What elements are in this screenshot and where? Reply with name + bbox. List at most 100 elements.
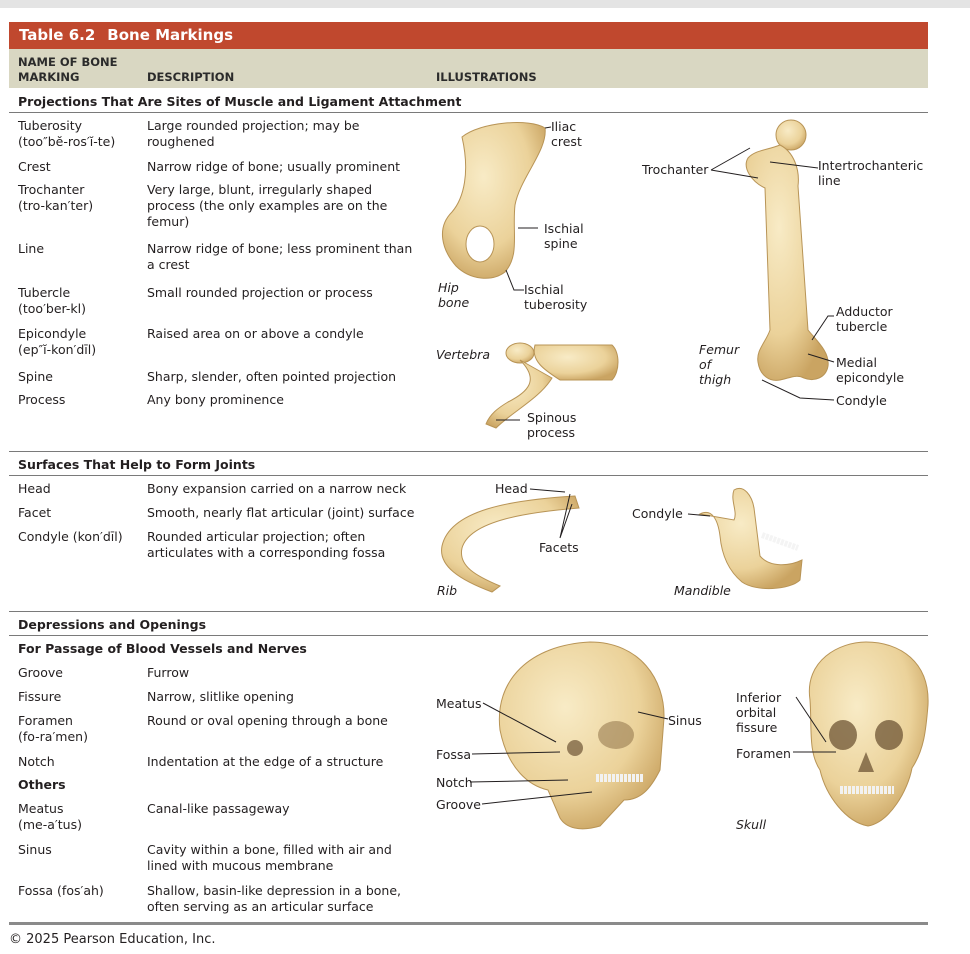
description-line: Raised area on or above a condyle	[147, 326, 364, 341]
description-line: Any bony prominence	[147, 392, 284, 407]
description-line: Shallow, basin-like depression in a bone…	[147, 883, 402, 898]
marking-description: Canal-like passageway	[147, 801, 422, 817]
term-line: Sinus	[18, 842, 52, 857]
marking-term: Spine	[18, 369, 53, 385]
lateral-skull-illustration	[469, 641, 669, 830]
col-description-header: DESCRIPTION	[147, 70, 235, 84]
term-line: (me-a′tus)	[18, 817, 82, 832]
section-rule	[9, 475, 928, 476]
term-line: Tuberosity	[18, 118, 83, 133]
term-line: (ep″ĭ-kon′dīl)	[18, 342, 97, 357]
marking-term: Fissure	[18, 689, 61, 705]
table-number: Table 6.2	[19, 26, 96, 44]
marking-description: Indentation at the edge of a structure	[147, 754, 422, 770]
description-line: Narrow ridge of bone; usually prominent	[147, 159, 401, 174]
marking-term: Trochanter(tro-kan′ter)	[18, 182, 93, 214]
marking-description: Any bony prominence	[147, 392, 422, 408]
col-name-line2: MARKING	[18, 70, 80, 84]
marking-description: Furrow	[147, 665, 422, 681]
vertebra-illustration	[485, 342, 619, 429]
subsection-title-others: Others	[18, 777, 66, 792]
description-line: articulates with a corresponding fossa	[147, 545, 386, 560]
label-trochanter: Trochanter	[642, 162, 709, 177]
marking-description: Narrow, slitlike opening	[147, 689, 422, 705]
marking-term: Facet	[18, 505, 51, 521]
section-rule	[9, 451, 928, 452]
section-rule	[9, 611, 928, 612]
label-fossa: Fossa	[436, 747, 472, 762]
label-condyle-mandible: Condyle	[632, 506, 683, 521]
label-facets: Facets	[539, 540, 579, 555]
term-line: (too′ber-kl)	[18, 301, 86, 316]
marking-term: Foramen(fo-ra′men)	[18, 713, 88, 745]
term-line: Crest	[18, 159, 51, 174]
rib-illustration	[441, 488, 580, 593]
description-line: Canal-like passageway	[147, 801, 290, 816]
marking-description: Small rounded projection or process	[147, 285, 422, 301]
description-line: Cavity within a bone, filled with air an…	[147, 842, 392, 857]
description-line: lined with mucous membrane	[147, 858, 334, 873]
marking-term: Sinus	[18, 842, 52, 858]
top-strip	[0, 0, 970, 8]
table-bottom-rule	[9, 922, 928, 925]
description-line: Very large, blunt, irregularly shaped	[147, 182, 373, 197]
term-line: Condyle (kon′dīl)	[18, 529, 123, 544]
term-line: Tubercle	[18, 285, 71, 300]
description-line: Narrow ridge of bone; less prominent tha…	[147, 241, 413, 256]
label-groove: Groove	[436, 797, 481, 812]
marking-description: Shallow, basin-like depression in a bone…	[147, 883, 422, 915]
label-skull: Skull	[736, 817, 767, 832]
description-line: femur)	[147, 214, 190, 229]
marking-description: Cavity within a bone, filled with air an…	[147, 842, 422, 874]
section-title-joints: Surfaces That Help to Form Joints	[18, 457, 256, 472]
term-line: Foramen	[18, 713, 73, 728]
term-line: Epicondyle	[18, 326, 87, 341]
femur-illustration	[710, 119, 835, 401]
description-line: a crest	[147, 257, 190, 272]
term-line: Fissure	[18, 689, 62, 704]
frontal-skull-illustration	[793, 641, 929, 827]
label-foramen: Foramen	[736, 746, 791, 761]
description-line: Furrow	[147, 665, 190, 680]
term-line: Notch	[18, 754, 55, 769]
term-line: (too″bĕ-ros′ĭ-te)	[18, 134, 116, 149]
term-line: Head	[18, 481, 51, 496]
label-rib: Rib	[437, 583, 458, 598]
hip-bone-illustration	[441, 122, 552, 291]
description-line: Narrow, slitlike opening	[147, 689, 294, 704]
marking-term: Head	[18, 481, 51, 497]
marking-term: Crest	[18, 159, 51, 175]
copyright-footer: © 2025 Pearson Education, Inc.	[9, 932, 216, 947]
marking-term: Notch	[18, 754, 55, 770]
marking-term: Tuberosity(too″bĕ-ros′ĭ-te)	[18, 118, 115, 150]
description-line: Bony expansion carried on a narrow neck	[147, 481, 407, 496]
marking-term: Process	[18, 392, 65, 408]
term-line: Facet	[18, 505, 52, 520]
marking-term: Meatus(me-a′tus)	[18, 801, 82, 833]
marking-description: Smooth, nearly flat articular (joint) su…	[147, 505, 422, 521]
section-rule	[9, 635, 928, 636]
term-line: Process	[18, 392, 66, 407]
col-name-header: NAME OF BONE MARKING	[18, 55, 118, 85]
label-notch: Notch	[436, 775, 473, 790]
section-title-projections: Projections That Are Sites of Muscle and…	[18, 94, 462, 109]
term-line: Spine	[18, 369, 53, 384]
label-head: Head	[495, 481, 528, 496]
description-line: Rounded articular projection; often	[147, 529, 366, 544]
col-illustrations-header: ILLUSTRATIONS	[436, 70, 537, 84]
marking-description: Raised area on or above a condyle	[147, 326, 422, 342]
label-mandible: Mandible	[674, 583, 731, 598]
column-header: NAME OF BONE MARKING DESCRIPTION ILLUSTR…	[9, 49, 928, 88]
description-line: Smooth, nearly flat articular (joint) su…	[147, 505, 415, 520]
marking-term: Condyle (kon′dīl)	[18, 529, 123, 545]
term-line: Trochanter	[18, 182, 85, 197]
